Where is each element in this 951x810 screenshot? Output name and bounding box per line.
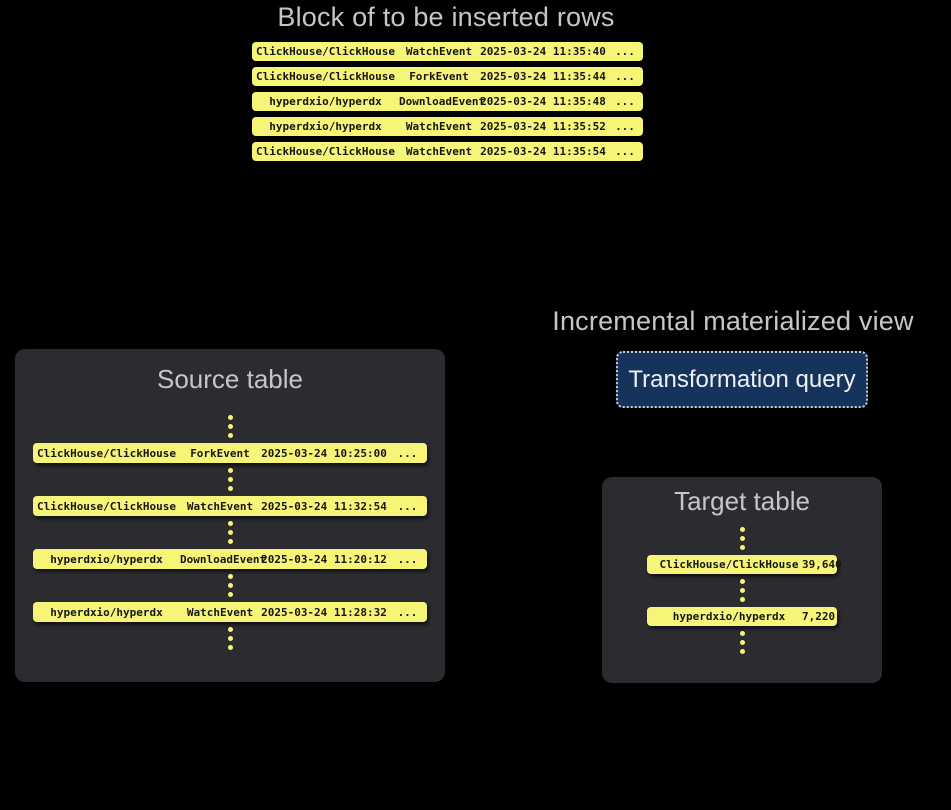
row-more: ... xyxy=(615,120,635,133)
row-more: ... xyxy=(615,45,635,58)
row-more: ... xyxy=(615,145,635,158)
source-row: ClickHouse/ClickHouse ForkEvent 2025-03-… xyxy=(33,443,427,463)
source-row: hyperdxio/hyperdx DownloadEvent 2025-03-… xyxy=(33,549,427,569)
row-event: WatchEvent xyxy=(405,120,473,133)
insert-block-title: Block of to be inserted rows xyxy=(277,2,615,32)
target-table-body: ClickHouse/ClickHouse 39,640 hyperdxio/h… xyxy=(647,524,842,657)
row-repo: ClickHouse/ClickHouse xyxy=(36,499,177,513)
source-table-title: Source table xyxy=(157,364,303,394)
row-repo: ClickHouse/ClickHouse xyxy=(255,70,396,83)
insert-row: ClickHouse/ClickHouse WatchEvent 2025-03… xyxy=(252,42,643,61)
row-event: DownloadEvent xyxy=(180,552,267,566)
target-row: ClickHouse/ClickHouse 39,640 xyxy=(647,555,842,574)
row-more: ... xyxy=(397,499,418,513)
row-event: WatchEvent xyxy=(186,605,254,619)
source-row: hyperdxio/hyperdx WatchEvent 2025-03-24 … xyxy=(33,602,427,622)
row-timestamp: 2025-03-24 11:35:54 xyxy=(480,145,606,158)
source-row: ClickHouse/ClickHouse WatchEvent 2025-03… xyxy=(33,496,427,516)
row-repo: hyperdxio/hyperdx xyxy=(672,610,786,623)
row-timestamp: 2025-03-24 10:25:00 xyxy=(261,446,387,460)
insert-row: ClickHouse/ClickHouse ForkEvent 2025-03-… xyxy=(252,67,643,86)
row-repo: hyperdxio/hyperdx xyxy=(50,552,163,566)
row-timestamp: 2025-03-24 11:35:48 xyxy=(480,95,606,108)
source-table-body: ClickHouse/ClickHouse ForkEvent 2025-03-… xyxy=(33,412,427,653)
row-event: WatchEvent xyxy=(405,145,473,158)
row-timestamp: 2025-03-24 11:35:52 xyxy=(480,120,606,133)
row-timestamp: 2025-03-24 11:35:44 xyxy=(480,70,606,83)
row-more: ... xyxy=(397,605,418,619)
target-row: hyperdxio/hyperdx 7,220 xyxy=(647,607,837,626)
row-event: WatchEvent xyxy=(186,499,254,513)
target-table-panel: Target table ClickHouse/ClickHouse 39,64… xyxy=(602,477,882,683)
row-repo: ClickHouse/ClickHouse xyxy=(255,145,396,158)
ellipsis-dots xyxy=(739,579,745,602)
target-table-title: Target table xyxy=(674,486,810,516)
ellipsis-dots xyxy=(227,574,233,597)
materialized-view-title: Incremental materialized view xyxy=(552,306,914,336)
row-event: WatchEvent xyxy=(405,45,473,58)
row-repo: hyperdxio/hyperdx xyxy=(50,605,163,619)
row-more: ... xyxy=(397,552,418,566)
row-repo: ClickHouse/ClickHouse xyxy=(659,558,799,571)
row-timestamp: 2025-03-24 11:32:54 xyxy=(261,499,387,513)
row-repo: ClickHouse/ClickHouse xyxy=(255,45,396,58)
ellipsis-dots xyxy=(227,468,233,491)
source-table-panel: Source table ClickHouse/ClickHouse ForkE… xyxy=(15,349,445,682)
insert-block: ClickHouse/ClickHouse WatchEvent 2025-03… xyxy=(252,42,643,161)
insert-row: ClickHouse/ClickHouse WatchEvent 2025-03… xyxy=(252,142,643,161)
row-more: ... xyxy=(615,70,635,83)
ellipsis-dots xyxy=(227,415,233,438)
row-timestamp: 2025-03-24 11:20:12 xyxy=(261,552,387,566)
row-count: 39,640 xyxy=(802,558,842,571)
row-repo: ClickHouse/ClickHouse xyxy=(36,446,177,460)
ellipsis-dots xyxy=(739,527,745,550)
row-count: 7,220 xyxy=(802,610,836,623)
insert-row: hyperdxio/hyperdx WatchEvent 2025-03-24 … xyxy=(252,117,643,136)
ellipsis-dots xyxy=(227,627,233,650)
insert-row: hyperdxio/hyperdx DownloadEvent 2025-03-… xyxy=(252,92,643,111)
row-more: ... xyxy=(615,95,635,108)
ellipsis-dots xyxy=(227,521,233,544)
row-repo: hyperdxio/hyperdx xyxy=(269,95,382,108)
row-event: DownloadEvent xyxy=(399,95,486,108)
ellipsis-dots xyxy=(739,631,745,654)
row-more: ... xyxy=(397,446,418,460)
row-timestamp: 2025-03-24 11:35:40 xyxy=(480,45,606,58)
row-event: ForkEvent xyxy=(190,446,250,460)
row-timestamp: 2025-03-24 11:28:32 xyxy=(261,605,387,619)
row-repo: hyperdxio/hyperdx xyxy=(269,120,382,133)
transformation-query-button[interactable]: Transformation query xyxy=(616,351,868,408)
row-event: ForkEvent xyxy=(409,70,469,83)
